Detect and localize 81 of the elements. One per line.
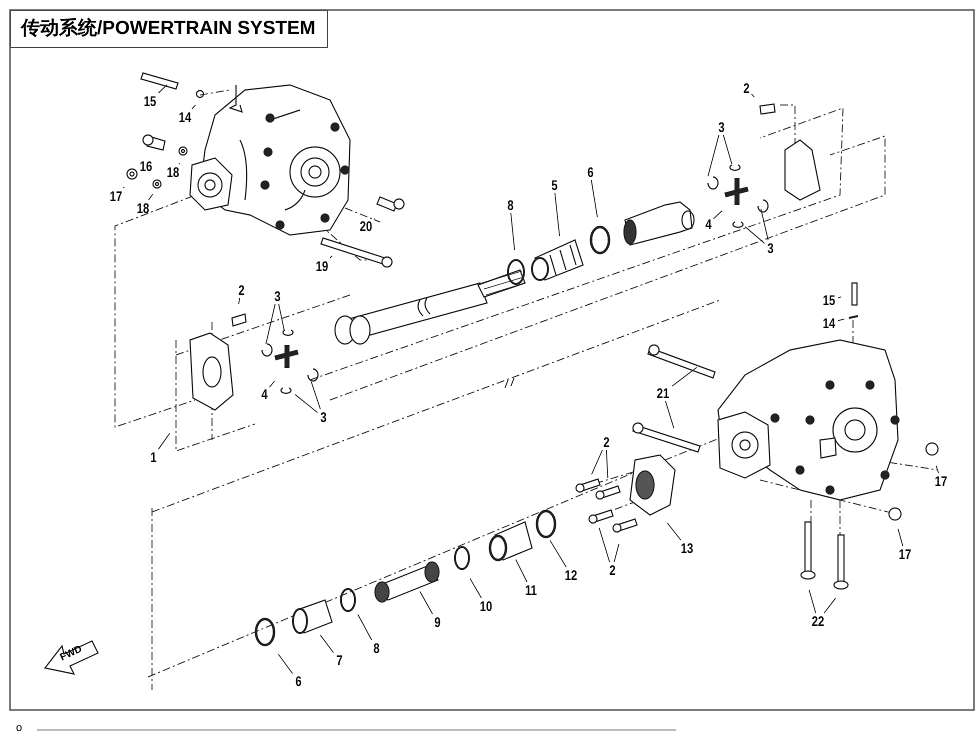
callout-number: 12 (564, 567, 578, 583)
callout-number: 6 (586, 164, 594, 180)
callout-number: 11 (524, 582, 538, 598)
leader-line (310, 381, 321, 410)
callout-number: 3 (272, 288, 282, 304)
callout-number: 19 (314, 258, 330, 274)
leader-line (898, 528, 904, 546)
leader-line (510, 212, 516, 250)
leader-line (238, 298, 240, 304)
callout-number: 10 (478, 598, 494, 614)
callout-number: 3 (318, 409, 328, 425)
callout-number: 17 (108, 188, 124, 204)
callout-number: 17 (898, 546, 912, 562)
leader-line (554, 192, 560, 236)
callout-number: 15 (822, 292, 836, 308)
leader-line (320, 634, 334, 654)
leader-line (606, 450, 608, 478)
callout-number: 21 (656, 385, 670, 401)
leader-line (591, 450, 603, 475)
callout-number: 6 (294, 673, 302, 689)
callout-number: 4 (260, 386, 268, 402)
leader-line (667, 522, 682, 540)
leader-line (158, 84, 168, 94)
leader-line (744, 226, 765, 244)
leader-line (278, 304, 285, 331)
callout-number: 17 (934, 473, 948, 489)
callout-number: 8 (506, 197, 514, 213)
callout-number: 4 (704, 216, 712, 232)
page-marker: o (16, 722, 22, 734)
callout-number: 14 (178, 109, 192, 125)
leader-line (269, 380, 275, 388)
callout-number: 8 (372, 640, 380, 656)
leader-line (722, 134, 732, 165)
callout-number: 14 (822, 315, 836, 331)
callout-number: 15 (142, 93, 158, 109)
leader-line (158, 432, 170, 450)
leader-line (278, 654, 293, 674)
callout-number: 3 (716, 119, 726, 135)
callout-number: 20 (358, 218, 374, 234)
leader-line (294, 394, 318, 414)
callout-number: 2 (608, 562, 616, 578)
callout-number: 2 (236, 282, 246, 298)
title-box: 传动系统/POWERTRAIN SYSTEM (10, 10, 328, 48)
callout-number: 13 (680, 540, 694, 556)
callout-number: 16 (138, 158, 154, 174)
leader-line (590, 180, 598, 218)
leader-line (470, 578, 482, 598)
leader-line (598, 527, 610, 562)
callout-number: 7 (334, 652, 344, 668)
leader-line (672, 366, 698, 387)
callout-number: 2 (742, 80, 750, 96)
leader-line (191, 104, 196, 110)
leader-line (550, 540, 567, 568)
callout-number: 2 (602, 434, 610, 450)
leader-line (665, 400, 674, 429)
leader-line (420, 591, 433, 614)
leader-line (713, 210, 723, 220)
leader-line (808, 589, 816, 614)
callout-number: 9 (432, 614, 442, 630)
leader-line (373, 218, 376, 220)
callout-number: 22 (810, 613, 826, 629)
leader-line (760, 208, 769, 240)
leader-line (357, 614, 372, 640)
leader-line (824, 598, 836, 614)
leader-line (148, 194, 154, 200)
leader-line (614, 543, 620, 562)
callout-number: 5 (550, 177, 558, 193)
leader-line (265, 304, 276, 345)
callout-number: 18 (166, 164, 180, 180)
leader-line (936, 465, 939, 474)
callout-number: 1 (148, 449, 158, 465)
callout-number: 18 (136, 200, 150, 216)
leader-line (515, 559, 528, 582)
leader-line (708, 134, 720, 177)
leader-line (838, 318, 845, 322)
direction-label: FWD (58, 644, 84, 664)
callout-number: 3 (766, 240, 774, 256)
leader-line (838, 296, 842, 298)
leader-line (178, 162, 180, 164)
leader-line (330, 255, 333, 258)
leader-line (751, 94, 755, 98)
